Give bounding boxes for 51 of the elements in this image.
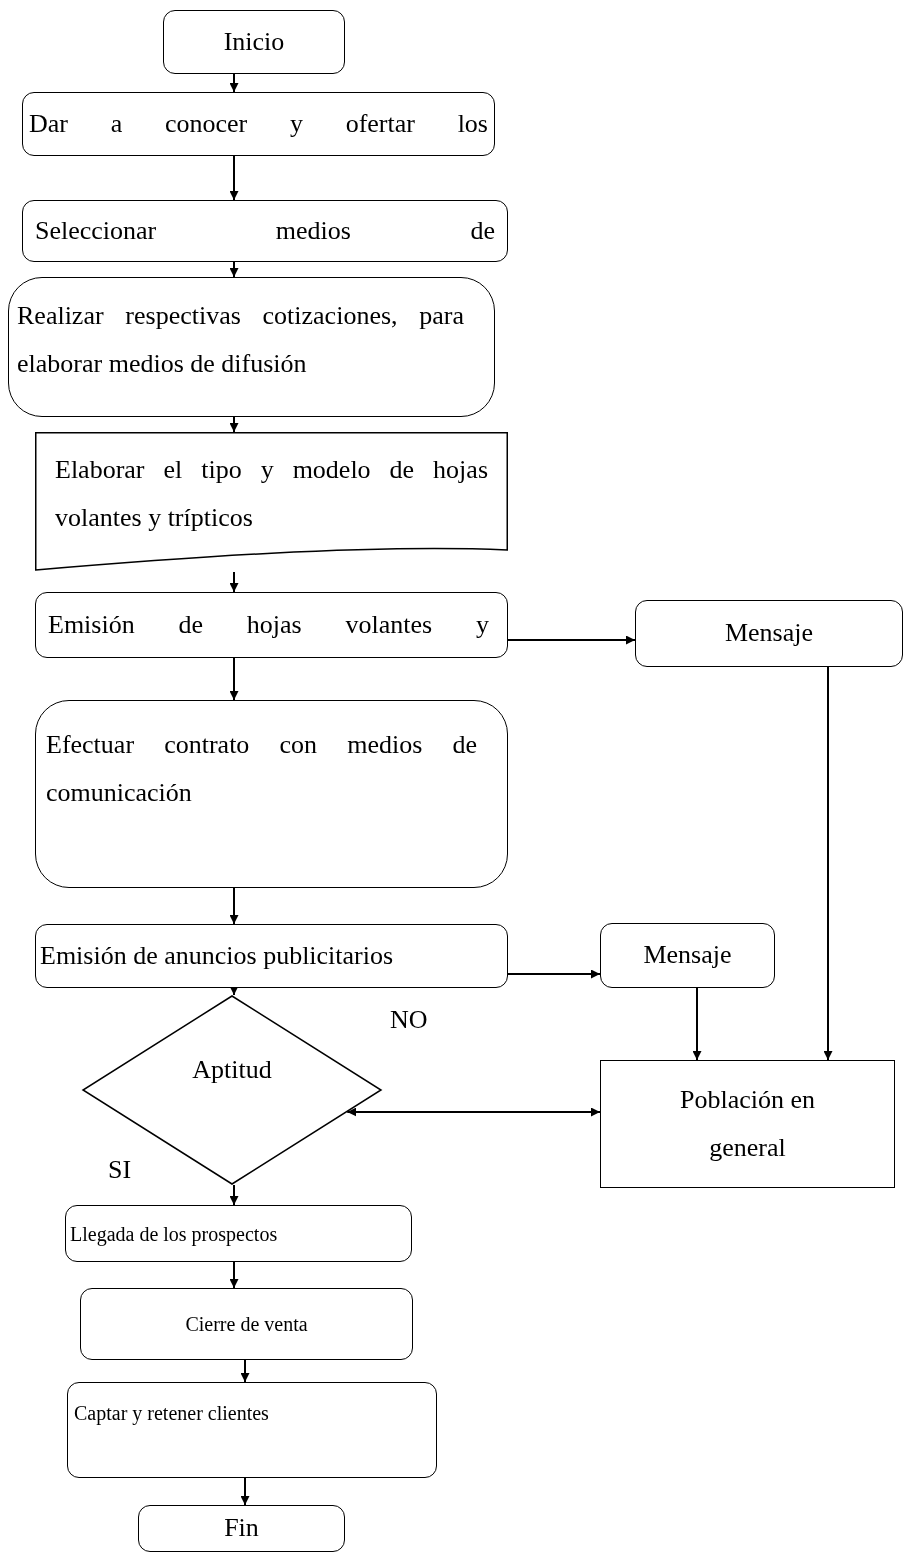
arrow — [823, 666, 833, 1061]
step-text: Efectuar contrato con medios de comunicación — [46, 729, 477, 810]
arrow — [507, 635, 636, 645]
process-box — [138, 1505, 345, 1552]
step-text: Elaborar el tipo y modelo de hojas volantes y trípticos — [55, 454, 488, 535]
arrow — [240, 1477, 250, 1506]
step-text: Captar y retener clientes — [74, 1401, 270, 1427]
arrow — [692, 987, 702, 1061]
step-text: Inicio — [222, 25, 286, 58]
process-box — [600, 923, 775, 988]
step-text: Emisión de hojas volantes y — [48, 608, 489, 641]
step-text: Mensaje — [723, 617, 815, 650]
process-box — [635, 600, 903, 667]
process-box — [35, 592, 508, 658]
arrow — [229, 1184, 239, 1206]
process-box — [67, 1382, 437, 1478]
process-box — [80, 1288, 413, 1360]
document-box — [35, 432, 508, 572]
step-text: Dar a conocer y ofertar los — [29, 107, 488, 140]
arrow — [229, 571, 239, 593]
step-text: Llegada de los prospectos — [70, 1221, 279, 1248]
arrow — [507, 969, 601, 979]
arrow — [229, 887, 239, 925]
step-text: Realizar respectivas cotizaciones, para elaborar medios de difusión — [17, 300, 464, 381]
process-box — [22, 92, 495, 156]
process-box — [163, 10, 345, 74]
step-text: Seleccionar medios de — [35, 214, 495, 247]
decision-diamond — [82, 995, 382, 1185]
arrow — [229, 416, 239, 433]
arrow — [229, 986, 239, 996]
process-box — [600, 1060, 895, 1188]
branch-label: SI — [108, 1155, 132, 1185]
arrow — [229, 73, 239, 93]
arrow — [229, 261, 239, 278]
arrow — [346, 1107, 601, 1117]
step-text: Aptitud — [191, 1053, 273, 1086]
process-box — [35, 700, 508, 888]
step-text: Fin — [223, 1512, 260, 1545]
step-text: Emisión de anuncios publicitarios — [40, 939, 395, 972]
step-text: Cierre de venta — [184, 1312, 309, 1337]
process-box — [35, 924, 508, 988]
branch-label: NO — [390, 1005, 428, 1035]
step-text: Población en general — [679, 1083, 816, 1164]
arrow — [229, 155, 239, 201]
arrow — [229, 1261, 239, 1289]
step-text: Mensaje — [642, 939, 733, 972]
process-box — [65, 1205, 412, 1262]
process-box — [8, 277, 495, 417]
arrow — [240, 1359, 250, 1383]
process-box — [22, 200, 508, 262]
arrow — [229, 657, 239, 701]
